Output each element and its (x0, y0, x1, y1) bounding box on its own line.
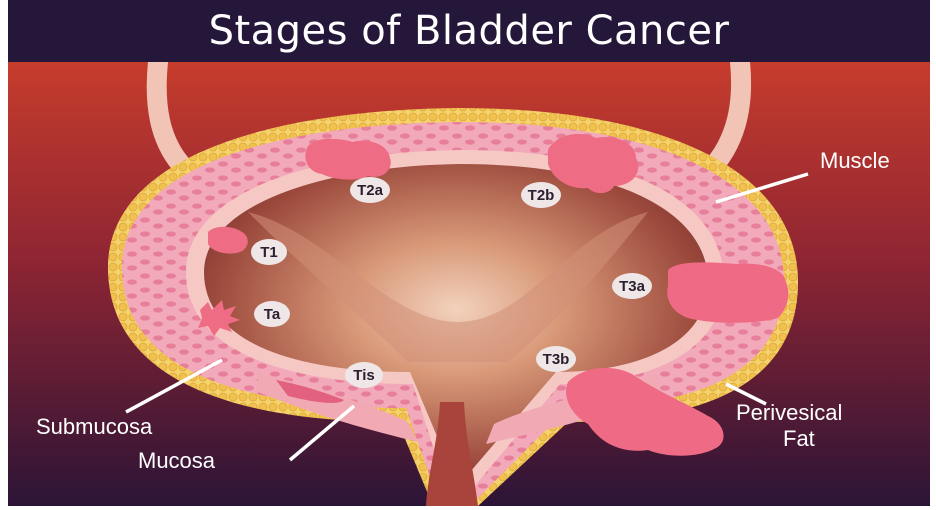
label-perivesical-line2: Fat (783, 426, 815, 451)
label-perivesical-line1: Perivesical (736, 400, 842, 425)
label-mucosa: Mucosa (138, 448, 216, 473)
badge-tis-label: Tis (353, 367, 374, 384)
page-title: Stages of Bladder Cancer (209, 8, 730, 54)
title-bar: Stages of Bladder Cancer (8, 0, 930, 62)
badge-t3a: T3a (612, 273, 652, 299)
tumor-t3a (667, 262, 788, 322)
badge-tis: Tis (345, 362, 383, 388)
badge-t3a-label: T3a (619, 278, 646, 295)
badge-t2a: T2a (350, 177, 390, 203)
badge-t3b-label: T3b (543, 351, 570, 368)
badge-ta: Ta (254, 301, 290, 327)
badge-t2b-label: T2b (528, 187, 555, 204)
label-submucosa: Submucosa (36, 414, 153, 439)
badge-t1-label: T1 (260, 244, 278, 261)
bladder-illustration: T2a T2b T1 Ta T3a T3b Tis (8, 62, 930, 506)
badge-t2b: T2b (521, 182, 561, 208)
badge-t3b: T3b (536, 346, 576, 372)
badge-t1: T1 (251, 239, 287, 265)
diagram-frame: Stages of Bladder Cancer (8, 0, 930, 506)
badge-ta-label: Ta (264, 306, 281, 323)
label-muscle: Muscle (820, 148, 890, 173)
badge-t2a-label: T2a (357, 182, 384, 199)
